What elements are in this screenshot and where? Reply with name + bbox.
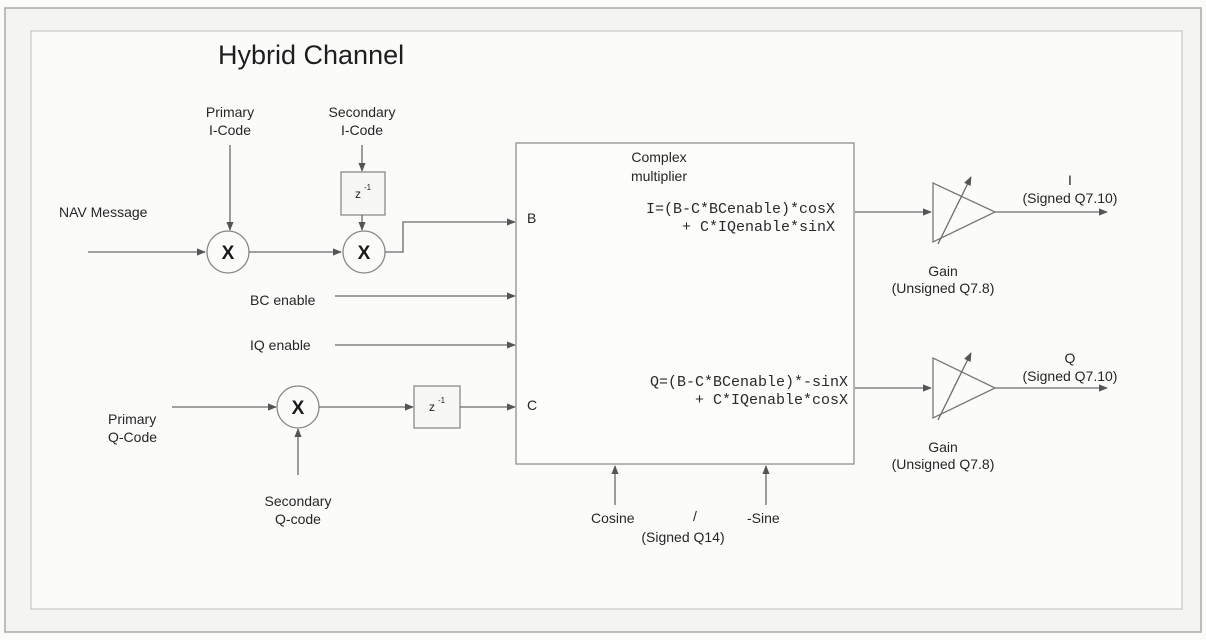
complex-multiplier-title-line1: Complex: [631, 149, 686, 165]
secondary-q-code-label-line1: Secondary: [265, 493, 332, 509]
multiplier-1-symbol: X: [222, 243, 235, 264]
bc-enable-label: BC enable: [250, 292, 316, 308]
i-output-label: I: [1068, 172, 1072, 188]
carrier-slash: /: [693, 508, 697, 524]
q-gain-amplifier: [932, 356, 997, 420]
i-equation-line2: + C*IQenable*sinX: [682, 219, 835, 236]
i-delay-exponent: -1: [364, 183, 372, 192]
i-output-format: (Signed Q7.10): [1023, 190, 1118, 206]
multiplier-2-symbol: X: [358, 243, 371, 264]
port-b-label: B: [527, 210, 536, 226]
primary-i-code-label-line2: I-Code: [209, 122, 251, 138]
diagram-title: Hybrid Channel: [218, 40, 405, 70]
q-output-label: Q: [1065, 350, 1076, 366]
i-gain-amplifier: [932, 181, 997, 244]
nav-message-label: NAV Message: [59, 204, 148, 220]
q-equation-line1: Q=(B-C*BCenable)*-sinX: [650, 374, 848, 391]
primary-i-code-label-line1: Primary: [206, 104, 254, 120]
q-gain-adjust-arrow: [937, 352, 972, 421]
port-c-label: C: [527, 397, 537, 413]
primary-q-code-label-line1: Primary: [108, 411, 156, 427]
q-gain-label: Gain: [928, 439, 958, 455]
iq-enable-label: IQ enable: [250, 337, 311, 353]
q-equation-line2: + C*IQenable*cosX: [695, 392, 848, 409]
secondary-q-code-label-line2: Q-code: [275, 511, 321, 527]
q-delay-block: [413, 385, 461, 429]
q-gain-format: (Unsigned Q7.8): [892, 456, 995, 472]
b-input-line: [385, 218, 516, 253]
secondary-i-code-label-line2: I-Code: [341, 122, 383, 138]
i-gain-format: (Unsigned Q7.8): [892, 280, 995, 296]
cosine-label: Cosine: [591, 510, 635, 526]
i-delay-z: z: [355, 187, 361, 201]
sine-label: -Sine: [747, 510, 780, 526]
complex-multiplier-block: [515, 142, 855, 465]
q-delay-exponent: -1: [438, 396, 446, 405]
i-equation-line1: I=(B-C*BCenable)*cosX: [646, 201, 835, 218]
primary-q-code-label-line2: Q-Code: [108, 429, 157, 445]
q-output-format: (Signed Q7.10): [1023, 368, 1118, 384]
multiplier-3-symbol: X: [292, 398, 305, 419]
q-delay-z: z: [429, 400, 435, 414]
secondary-i-code-label-line1: Secondary: [329, 104, 396, 120]
carrier-format-label: (Signed Q14): [641, 529, 724, 545]
i-gain-adjust-arrow: [937, 176, 972, 245]
i-delay-block: [340, 171, 386, 216]
i-gain-label: Gain: [928, 263, 958, 279]
complex-multiplier-title-line2: multiplier: [631, 168, 687, 184]
